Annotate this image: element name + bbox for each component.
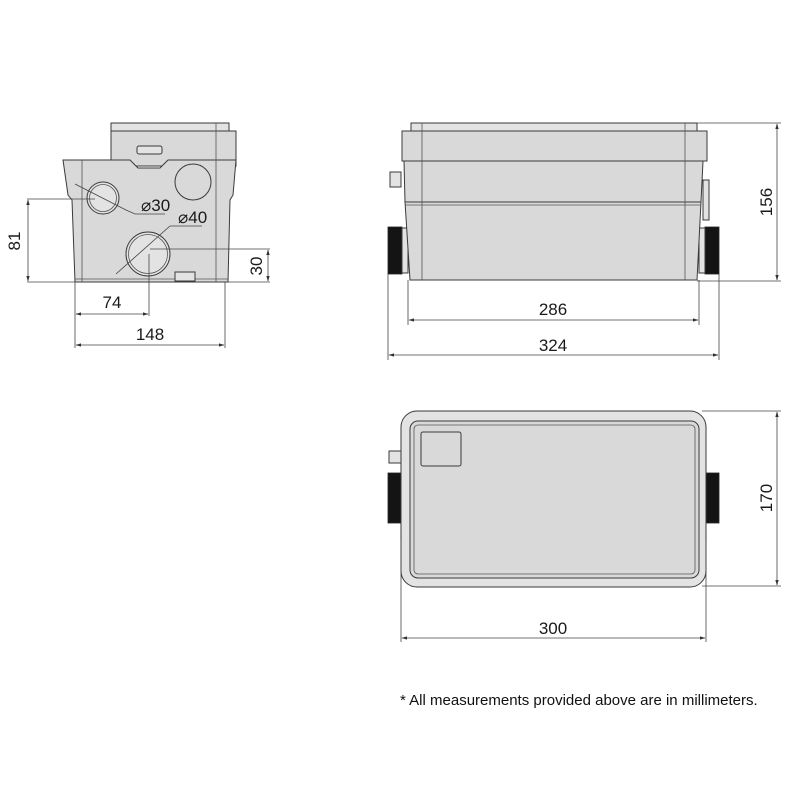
dim-length-324: 324 [539, 336, 567, 355]
dim-length-300: 300 [539, 619, 567, 638]
inlet-large [125, 231, 171, 277]
dim-diameter-30: ⌀30 [141, 196, 170, 215]
dim-depth-170: 170 [757, 484, 776, 512]
top-view: 170 300 [387, 410, 781, 642]
dim-width-148: 148 [136, 325, 164, 344]
top-right-connector [704, 472, 720, 524]
right-connector [704, 226, 720, 275]
handle-slot [136, 145, 163, 155]
dim-offset-74: 74 [103, 293, 122, 312]
drain-tab [174, 271, 196, 282]
outlet-circle [174, 163, 212, 201]
dim-height-81: 81 [5, 232, 24, 251]
dim-diameter-40: ⌀40 [178, 208, 207, 227]
top-lid-recess [409, 420, 700, 579]
front-body [403, 160, 704, 281]
side-view: ⌀30 ⌀40 81 30 74 148 [5, 122, 270, 348]
dim-height-30: 30 [247, 257, 266, 276]
top-left-connector [387, 472, 403, 524]
dim-length-286: 286 [539, 300, 567, 319]
side-nub [389, 171, 402, 188]
dim-height-156: 156 [757, 188, 776, 216]
top-side-nub [388, 450, 403, 464]
front-lid [401, 130, 708, 162]
front-view: 156 286 324 [387, 122, 781, 360]
side-lid-top [110, 122, 230, 132]
access-hatch [420, 431, 462, 467]
units-footnote: * All measurements provided above are in… [400, 692, 758, 709]
left-connector [387, 226, 403, 275]
